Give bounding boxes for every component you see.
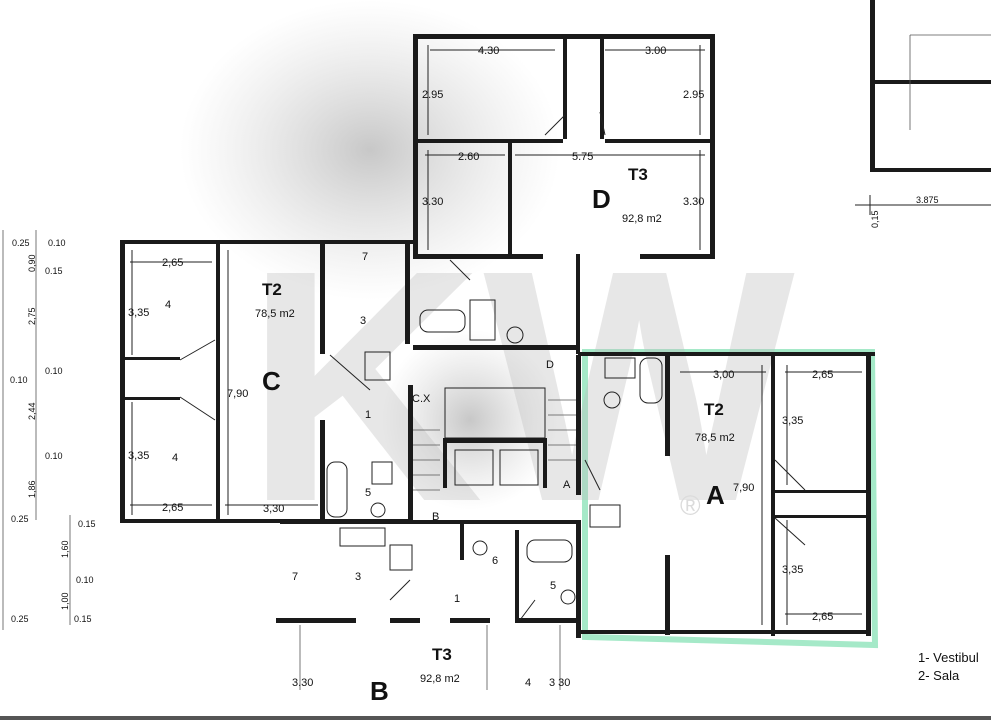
- dim-label: 0,15: [870, 210, 880, 228]
- room-number: 4: [165, 299, 171, 311]
- dim-label: 1,86: [27, 480, 37, 498]
- dim-label: 2,75: [27, 307, 37, 325]
- dim-label: 3.30: [292, 677, 313, 689]
- dim-label: 0.25: [11, 514, 29, 524]
- room-number: 7: [292, 571, 298, 583]
- dim-label: 1,60: [60, 540, 70, 558]
- apartment-a: 3,00 2,65 3,35 7,90 3,35 2,65 T2 78,5 m2…: [578, 352, 875, 636]
- legend-item: 2- Sala: [918, 668, 960, 683]
- dim-label: 3.30: [422, 196, 443, 208]
- apartment-type: T3: [628, 165, 648, 184]
- room-number: 3: [355, 571, 361, 583]
- apartment-area: 78,5 m2: [695, 432, 735, 444]
- scan-edge: [0, 716, 991, 720]
- apartment-d: 4.30 3.00 2.95 2.95 2.60 5.75 3.30 3.30 …: [413, 34, 715, 354]
- dim-label: 7,90: [733, 482, 754, 494]
- apartment-type: T3: [432, 645, 452, 664]
- watermark-registered: ®: [680, 490, 701, 521]
- left-dimension-chain: 0.25 0.10 0,90 0.15 2,75 0.10 0.10 2,44 …: [2, 230, 96, 630]
- dim-label: 2.60: [458, 151, 479, 163]
- apartment-type: T2: [704, 400, 724, 419]
- room-number: 4: [172, 452, 178, 464]
- scan-smudge: [180, 0, 560, 300]
- room-number: 5: [550, 580, 556, 592]
- dim-label: 5.75: [572, 151, 593, 163]
- dim-label: 1,00: [60, 592, 70, 610]
- dim-label: 3,35: [128, 307, 149, 319]
- dim-label: 2.95: [422, 89, 443, 101]
- apartment-area: 78,5 m2: [255, 308, 295, 320]
- dim-label: 0.10: [45, 366, 63, 376]
- apartment-area: 92,8 m2: [622, 213, 662, 225]
- dim-label: 4.30: [478, 45, 499, 57]
- room-number: 3: [360, 315, 366, 327]
- apartment-letter: C: [262, 366, 281, 396]
- room-number: 1: [365, 409, 371, 421]
- stair-core: C.X D A B: [408, 355, 581, 523]
- dim-label: 2,65: [812, 611, 833, 623]
- scan-smudge: [380, 330, 560, 510]
- room-number: 7: [362, 251, 368, 263]
- dim-label: 2,65: [162, 502, 183, 514]
- stair-mark: B: [432, 511, 439, 523]
- dim-label: 0.10: [45, 451, 63, 461]
- apartment-letter: D: [592, 184, 611, 214]
- room-number: 6: [492, 555, 498, 567]
- dim-label: 0.10: [48, 238, 66, 248]
- dim-label: 3.875: [916, 195, 939, 205]
- dim-label: 2,44: [27, 402, 37, 420]
- apartment-letter: B: [370, 676, 389, 706]
- dim-label: 0.25: [12, 238, 30, 248]
- room-number: 5: [365, 487, 371, 499]
- dim-label: 0.15: [78, 519, 96, 529]
- adjacent-block-fragment: 3.875 0,15: [855, 0, 991, 228]
- stair-mark: C.X: [412, 393, 431, 405]
- dim-label: 0.15: [45, 266, 63, 276]
- apartment-type: T2: [262, 280, 282, 299]
- apartment-area: 92,8 m2: [420, 673, 460, 685]
- dim-label: 3,35: [128, 450, 149, 462]
- dim-label: 2,65: [162, 257, 183, 269]
- dim-label: 0.25: [11, 614, 29, 624]
- dim-label: 3,30: [263, 503, 284, 515]
- apartment-c: 2,65 3,35 3,35 2,65 7,90 3,30 7 4 3 1 4 …: [120, 240, 413, 523]
- dim-label: 2,65: [812, 369, 833, 381]
- room-number: 4: [525, 677, 531, 689]
- dim-label: 7,90: [227, 388, 248, 400]
- dim-label: 3,00: [713, 369, 734, 381]
- dim-label: 3 30: [549, 677, 570, 689]
- watermark-text: KW: [245, 201, 798, 570]
- dim-label: 0,90: [27, 254, 37, 272]
- dim-label: 3.00: [645, 45, 666, 57]
- legend-item: 1- Vestibul: [918, 650, 979, 665]
- dim-label: 2.95: [683, 89, 704, 101]
- dim-label: 3,35: [782, 415, 803, 427]
- apartment-letter: A: [706, 480, 725, 510]
- stair-mark: A: [563, 479, 571, 491]
- watermark: KW ®: [245, 201, 798, 570]
- dim-label: 0.10: [76, 575, 94, 585]
- dim-label: 0.10: [10, 375, 28, 385]
- dim-label: 3,35: [782, 564, 803, 576]
- dim-label: 0.15: [74, 614, 92, 624]
- dim-label: 3.30: [683, 196, 704, 208]
- room-number: 1: [454, 593, 460, 605]
- apartment-b: 7 3 6 5 1 4 3.30 3 30 T3 92,8 m2 B: [276, 520, 581, 706]
- stair-mark: D: [546, 359, 554, 371]
